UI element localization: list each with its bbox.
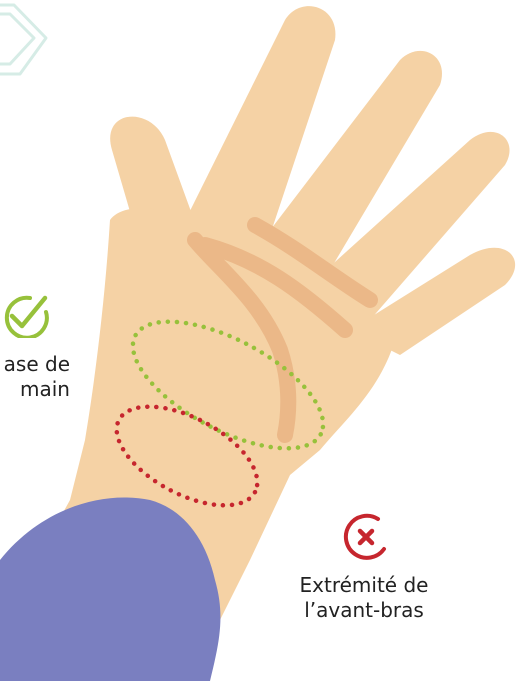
incorrect-zone-label: Extrémité de l’avant-bras [285, 573, 443, 623]
incorrect-zone-label-line2: l’avant-bras [285, 598, 443, 623]
decor-chevron-icon [0, 5, 46, 74]
correct-zone-label: ase de main [4, 352, 70, 402]
correct-zone-label-line1: ase de [4, 352, 70, 377]
correct-zone-label-line2: main [4, 377, 70, 402]
check-circle-icon [0, 292, 50, 338]
incorrect-zone-label-line1: Extrémité de [285, 573, 443, 598]
cross-circle-icon [340, 513, 392, 561]
sleeve [0, 498, 220, 681]
